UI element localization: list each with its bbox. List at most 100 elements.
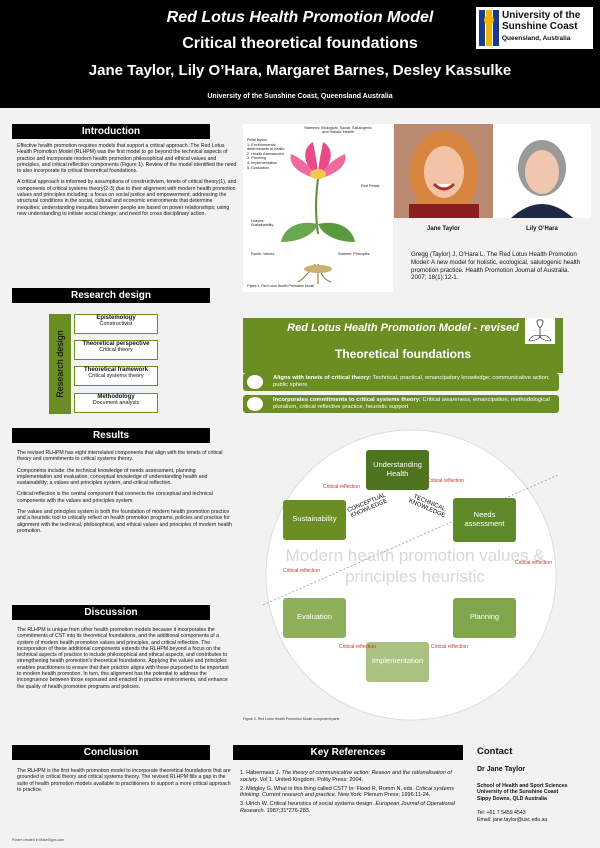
contact-line1: School of Health and Sport Sciences [477,783,568,789]
photo-caption-jane: Jane Taylor [427,226,460,232]
lotus-thumb-icon [528,319,552,342]
conclusion-p1: The RLHPM is the first health promotion … [17,768,231,793]
poster-header: Red Lotus Health Promotion Model Critica… [0,0,600,108]
intro-p1: Effective health promotion requires mode… [17,143,237,175]
logo-line1: University of the [502,10,581,21]
pill2-rest: Critical awareness, emancipation, method… [273,397,550,410]
results-p3: Critical reflection is the central compo… [17,491,213,504]
portrait-jane-icon [394,124,493,218]
ref3-authors: 3. Ulrich W. Critical heuristics of soci… [240,801,376,808]
university-logo: University of the Sunshine Coast Queensl… [476,7,593,49]
lotus-caption: Figure 1. Red Lotus Health Promotion Mod… [247,284,315,288]
lotus-icon [281,142,355,284]
check-arrow-icon [247,397,263,411]
pill-critical-theory: Aligns with tenets of critical theory: T… [243,373,559,391]
critical-reflection-label-1: Critical reflection [323,484,360,490]
lotus-labels-left: Petal layers 1. Environmental determinan… [247,138,287,170]
logo-line3: Queensland, Australia [502,35,571,42]
ref2-pub: New York: Plenum Press; 1996:11-24. [336,792,431,799]
research-item-title: Theoretical framework [83,367,149,373]
ref1-authors: 1. Habermass J. [240,770,282,776]
research-item-value: Document analysis [92,400,140,406]
node-understanding-health: Understanding Health [366,450,429,490]
contact-details: Tel: +61 7 5459 4543 Email: jane.taylor@… [477,810,597,824]
photo-caption-lily: Lily O’Hara [526,226,558,232]
lotus-label: 2. Health Assessment [247,151,284,156]
diagram-caption: Figure 2. Red Lotus Health Promotion Mod… [243,717,340,721]
research-side-bar: Research design [49,314,71,414]
lotus-label-roots: Roots: Values [251,252,275,256]
usc-logo-icon [479,10,499,46]
portrait-lily-icon [493,124,591,218]
lotus-top-label: Stamens: Biological, Social, Salutogenic… [304,126,372,134]
lotus-figure: Petal layers 1. Environmental determinan… [243,124,393,292]
ref2-title: Critical systems thinking: Current resea… [240,785,454,799]
reference-1: 1. Habermass J. The theory of communicat… [240,770,466,784]
node-sustainability: Sustainability [283,500,346,540]
node-needs-assessment: Needs assessment [453,498,516,542]
lotus-label: 3. Planning [247,156,266,161]
results-p4: The values and principles system is both… [17,509,232,534]
lotus-label-stamen: Stamen: Principles [338,252,370,256]
research-side-label: Research design [55,330,65,398]
logo-line2: Sunshine Coast [502,21,578,32]
discussion-p1: The RLHPM is unique from other health pr… [17,627,229,690]
research-item-title: Methodology [97,394,135,400]
research-item-title: Theoretical perspective [82,341,150,347]
check-arrow-icon [247,375,263,389]
node-implementation: Implementation [366,642,429,682]
lotus-label: 1. Environmental determinants of health [247,142,285,152]
poster-subtitle: Critical theoretical foundations [182,35,418,52]
poster-institution: University of the Sunshine Coast, Queens… [207,93,393,100]
results-text: The revised RLHPM has eight interrelated… [17,450,232,539]
research-item-value: Constructivist [99,321,133,327]
contact-phone: Tel: +61 7 5459 4543 [477,810,526,816]
node-planning: Planning [453,598,516,638]
revised-banner: Red Lotus Health Promotion Model - revis… [243,318,563,373]
references-list: 1. Habermass J. The theory of communicat… [240,770,466,820]
photo-lily [493,124,591,218]
critical-reflection-label-3: Critical reflection [515,560,552,566]
research-item-methodology: Methodology Document analysis [74,393,158,413]
research-item-title: Epistemology [96,315,136,321]
critical-reflection-label-4: Critical reflection [431,644,468,650]
lotus-label-leaves: Leaves: Sustainability [251,219,274,227]
pill1-bold: Aligns with tenets of critical theory: [273,375,372,381]
intro-p2: A critical approach is informed by assum… [17,179,237,217]
revised-title: Red Lotus Health Promotion Model - revis… [287,322,519,334]
research-heading: Research design [12,288,210,303]
references-heading: Key References [233,745,463,760]
ref1-pub: Vol 1. United Kingdom: Polity Press; 200… [258,776,364,783]
lotus-citation: Gregg (Taylor) J, O'Hara L. The Red Lotu… [411,251,581,282]
ref3-journal: European Journal of Operational Research… [240,801,455,814]
critical-reflection-label-2: Critical reflection [427,478,464,484]
poster-authors: Jane Taylor, Lily O’Hara, Margaret Barne… [88,62,512,79]
results-heading: Results [12,428,210,443]
diagram-center-text: Modern health promotion values & princip… [285,546,545,586]
contact-line3: Sippy Downs, QLD Australia [477,795,547,802]
contact-email[interactable]: Email: jane.taylor@usc.edu.au [477,817,548,823]
lotus-label: 5. Evaluation [247,165,269,170]
pill-critical-systems: Incorporates commitments to critical sys… [243,395,559,413]
lotus-label: 4. Implementation [247,160,278,165]
revised-subtitle: Theoretical foundations [334,347,471,361]
discussion-text: The RLHPM is unique from other health pr… [17,627,232,695]
contact-address: School of Health and Sport Sciences Univ… [477,783,597,802]
footnote: Poster created in MakeSigns.com [12,838,65,842]
contact-name: Dr Jane Taylor [477,766,526,773]
intro-heading: Introduction [12,124,210,139]
reference-3: 3. Ulrich W. Critical heuristics of soci… [240,801,466,815]
contact-line2: University of the Sunshine Coast [477,789,559,796]
component-diagram: Modern health promotion values & princip… [243,420,578,730]
ref3-pub: 1987;31*276-283. [265,807,311,814]
pill1-rest: Technical, practical, emancipatory knowl… [273,375,550,388]
research-item-value: Critical theory [99,347,133,353]
results-p2: Components include: the technical knowle… [17,467,208,487]
critical-reflection-label-5: Critical reflection [339,644,376,650]
research-item-epistemology: Epistemology Constructivist [74,314,158,334]
discussion-heading: Discussion [12,605,210,620]
ref2-authors: 2. Midgley G. What is this thing called … [240,785,416,792]
critical-reflection-label-6: Critical reflection [283,568,320,574]
research-item-framework: Theoretical framework Critical systems t… [74,366,158,386]
node-evaluation: Evaluation [283,598,346,638]
